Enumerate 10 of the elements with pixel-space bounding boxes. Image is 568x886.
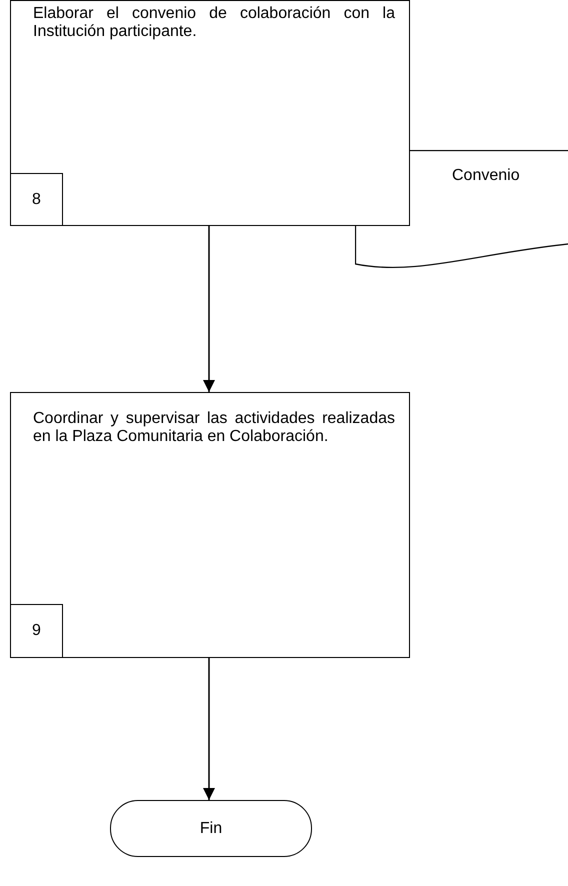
arrow xyxy=(203,226,215,392)
step-number: 8 xyxy=(10,173,63,226)
process-box xyxy=(10,392,410,658)
terminal-shape: Fin xyxy=(110,800,312,857)
step-text: Coordinar y supervisar las actividades realizadas en la Plaza Comunitaria en Colaboración. xyxy=(33,410,395,446)
step-text: Elaborar el convenio de colaboración con la Institución participante. xyxy=(33,5,395,41)
document-label: Convenio xyxy=(452,167,520,185)
arrow xyxy=(203,658,215,800)
step-number: 9 xyxy=(10,604,63,658)
process-box xyxy=(10,0,410,226)
